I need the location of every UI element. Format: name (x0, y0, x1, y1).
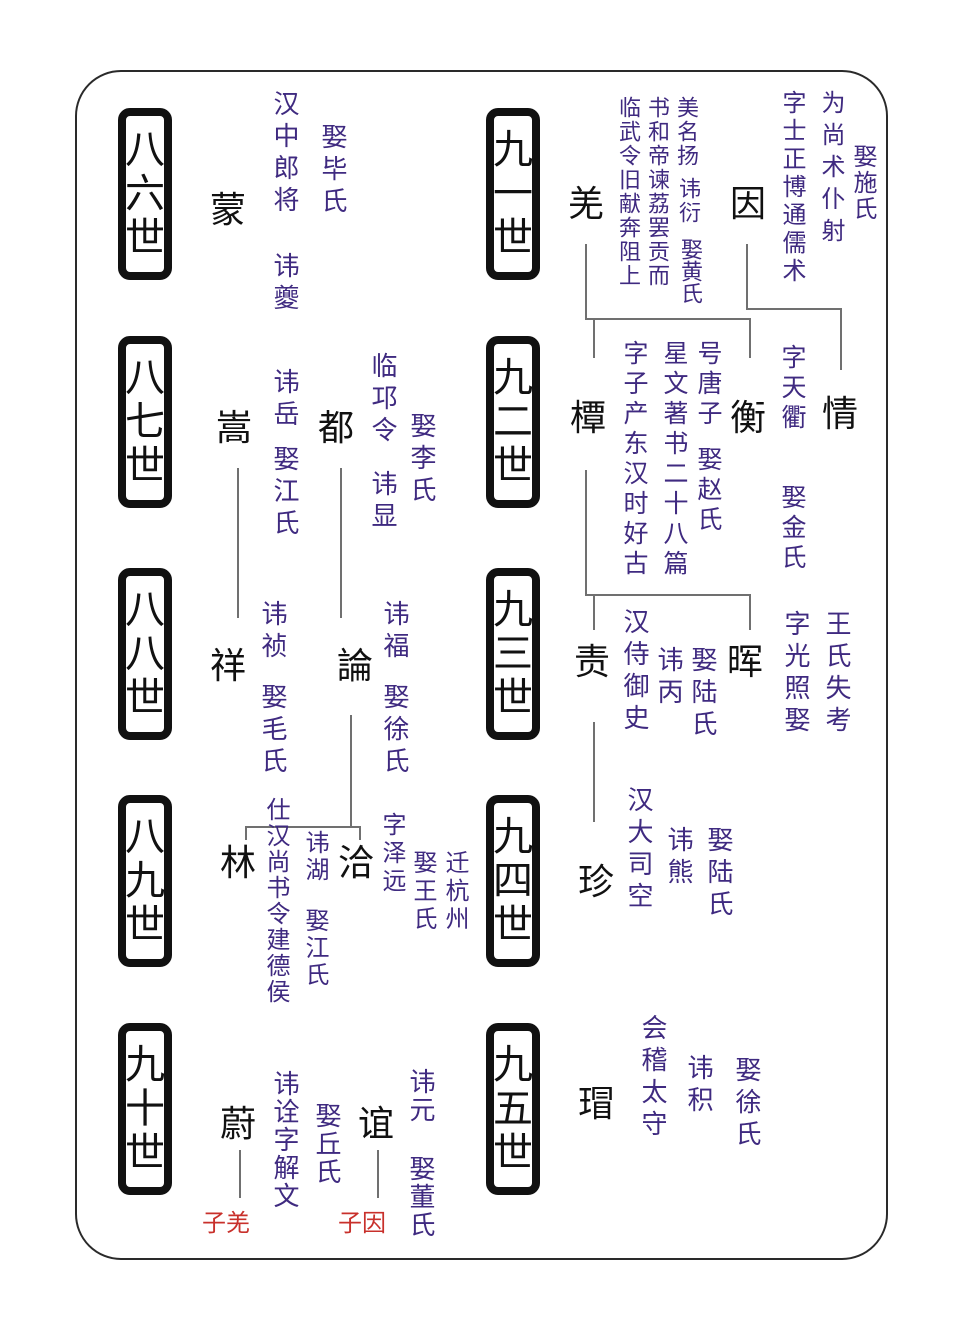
connector-lin (245, 826, 247, 840)
person-ze: 责 (574, 642, 611, 683)
connector-song-xiang (237, 468, 239, 618)
generation-label-90: 九十世 (118, 1023, 172, 1195)
connector-tan-down (585, 470, 587, 596)
person-lin: 林 (220, 843, 257, 884)
connector-heng (749, 318, 751, 358)
note-heng-wife: 娶金氏 (778, 484, 807, 574)
note-tan-wife: 娶赵氏 (694, 446, 723, 536)
person-meng: 蒙 (210, 190, 247, 231)
note-mao-taboo: 讳积 (683, 1054, 713, 1118)
person-xiang: 祥 (210, 646, 247, 687)
person-wei: 蔚 (220, 1104, 257, 1145)
note-ze-taboo: 讳丙 (653, 646, 683, 710)
note-mao-title: 会稽太守 (637, 1014, 667, 1142)
person-zhen: 珍 (578, 862, 615, 903)
note-qiang-2: 书和帝谏荔罢贡而 (644, 96, 669, 288)
note-tan-1: 字子产东汉时好古 (620, 340, 649, 580)
note-xiang-taboo: 讳祯 (257, 600, 287, 664)
note-qiang-wife: 娶黄氏 (677, 238, 702, 304)
person-qia: 洽 (338, 843, 375, 884)
connector-wei-sub (239, 1150, 241, 1198)
note-du-wife: 娶李氏 (406, 412, 436, 508)
note-ze-title: 汉侍御史 (619, 608, 649, 736)
note-zhen-taboo: 讳熊 (663, 826, 693, 890)
note-song-taboo: 讳岳 (269, 368, 299, 432)
note-du-taboo: 讳显 (367, 470, 397, 534)
connector-yin-branch (746, 308, 842, 310)
person-du: 都 (318, 408, 355, 449)
connector-qiang-down (585, 244, 587, 320)
note-hui-1: 字光照娶 (780, 610, 810, 738)
connector-ze (593, 594, 595, 630)
person-lun: 論 (337, 646, 374, 687)
note-meng-wife: 娶毕氏 (317, 123, 347, 219)
note-xiang-wife: 娶毛氏 (257, 683, 287, 779)
person-heng: 衡 (730, 398, 767, 439)
generation-label-86: 八六世 (118, 108, 172, 280)
note-lun-wife: 娶徐氏 (379, 683, 409, 779)
connector-du-lun (340, 468, 342, 618)
note-lun-taboo: 讳福 (379, 600, 409, 664)
generation-label-94: 九四世 (486, 795, 540, 967)
connector-qia (359, 826, 361, 840)
person-qiang: 羌 (568, 184, 605, 225)
generation-label-93: 九三世 (486, 568, 540, 740)
person-tan: 橝 (570, 398, 607, 439)
generation-label-91: 九一世 (486, 108, 540, 280)
note-lin-taboo: 讳湖 (301, 830, 329, 884)
note-yi-son: 子因 (338, 1209, 386, 1237)
note-hui-2: 王氏失考 (821, 610, 851, 738)
generation-label-92: 九二世 (486, 336, 540, 508)
person-hui: 晖 (727, 642, 764, 683)
connector-lun-children (350, 715, 352, 827)
connector-qing (840, 308, 842, 370)
person-mao: 瑁 (578, 1084, 615, 1125)
note-meng-taboo: 讳夔 (269, 252, 299, 316)
note-yi-taboo: 讳元 (405, 1068, 435, 1124)
person-yin: 因 (730, 184, 767, 225)
connector-tan (593, 318, 595, 358)
note-mao-wife: 娶徐氏 (731, 1056, 761, 1152)
note-meng-title: 汉中郎将 (269, 90, 299, 218)
note-yin-courtesy: 字士正博通儒术 (778, 90, 806, 286)
note-wei-taboo: 讳诠字解文 (269, 1070, 299, 1210)
person-yi: 谊 (358, 1104, 395, 1145)
generation-label-88: 八八世 (118, 568, 172, 740)
note-lin-wife: 娶江氏 (301, 908, 329, 989)
person-qing: 情 (822, 394, 859, 435)
note-yi-wife: 娶董氏 (405, 1155, 435, 1239)
note-ze-wife: 娶陆氏 (687, 646, 717, 742)
connector-tan-branch (585, 594, 751, 596)
note-du-title: 临邛令 (367, 352, 397, 448)
connector-hui (749, 594, 751, 630)
generation-label-95: 九五世 (486, 1023, 540, 1195)
connector-ze-zhen (593, 722, 595, 822)
note-yin-wife: 娶施氏 (849, 144, 877, 222)
generation-label-87: 八七世 (118, 336, 172, 508)
note-heng-courtesy: 字天衢 (778, 344, 807, 434)
connector-lun-branch (245, 826, 361, 828)
note-yin-title: 为尚术仆射 (817, 90, 845, 250)
note-tan-2: 星文著书二十八篇 (660, 340, 689, 580)
note-song-wife: 娶江氏 (269, 445, 299, 541)
generation-label-89: 八九世 (118, 795, 172, 967)
connector-yin-down (746, 244, 748, 310)
person-song: 嵩 (216, 408, 253, 449)
note-wei-son: 子羌 (202, 1209, 250, 1237)
note-qiang-1: 临武令旧献奔阻上 (615, 96, 640, 288)
note-qiang-taboo: 讳衍 (675, 177, 700, 225)
outer-frame (75, 70, 888, 1260)
connector-qiang-branch (585, 318, 751, 320)
note-lin-title: 仕汉尚书令建德侯 (262, 797, 290, 1005)
note-zhen-wife: 娶陆氏 (703, 826, 733, 922)
note-tan-3: 号唐子 (694, 340, 723, 430)
note-qia-wife: 娶王氏 (409, 850, 437, 934)
note-wei-wife: 娶丘氏 (311, 1102, 341, 1186)
connector-yi-sub (377, 1150, 379, 1198)
note-zhen-title: 汉大司空 (623, 786, 653, 914)
note-qia-courtesy: 字泽远 (378, 812, 406, 896)
note-qiang-3: 美名扬 (673, 96, 698, 168)
note-qia-moved: 迁杭州 (441, 850, 469, 934)
